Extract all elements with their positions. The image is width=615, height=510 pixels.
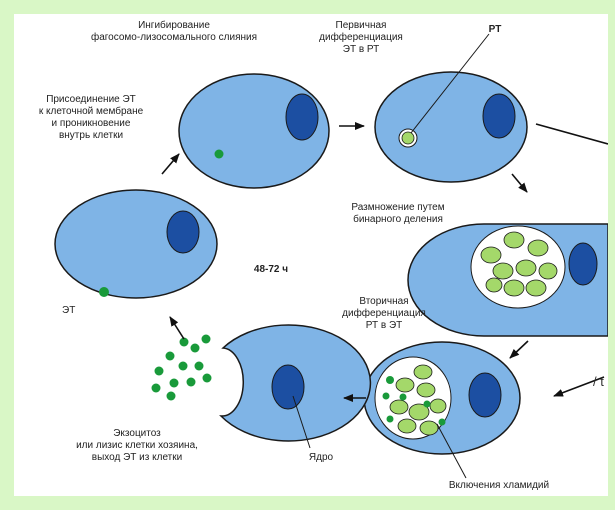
arrow-right-to-bottomright bbox=[510, 341, 528, 358]
et-particle bbox=[99, 287, 109, 297]
nucleus bbox=[286, 94, 318, 140]
label-et: ЭТ bbox=[62, 305, 92, 317]
et-particle bbox=[215, 150, 224, 159]
label-inclusions: Включения хламидий bbox=[419, 480, 579, 492]
label-primary-differentiation: Первичная дифференциация ЭТ в РТ bbox=[296, 20, 426, 56]
nucleus bbox=[167, 211, 199, 253]
nucleus bbox=[469, 373, 501, 417]
edge-line-top-right bbox=[536, 124, 608, 144]
label-time: 48-72 ч bbox=[246, 264, 296, 276]
cell-left bbox=[55, 190, 217, 298]
arrow-topright-to-right bbox=[512, 174, 527, 192]
label-rt: РТ bbox=[480, 24, 510, 36]
nucleus bbox=[483, 94, 515, 138]
arrow-left-to-top bbox=[162, 154, 179, 174]
rt-particle bbox=[402, 132, 414, 144]
edge-scribble: / t bbox=[593, 374, 604, 389]
arrow-bottomleft-to-left bbox=[170, 317, 184, 339]
nucleus bbox=[272, 365, 304, 409]
label-attachment: Присоединение ЭТ к клеточной мембране и … bbox=[16, 94, 166, 142]
label-secondary-differentiation: Вторичная дифференциация РТ в ЭТ bbox=[314, 296, 454, 332]
released-et-cluster bbox=[152, 335, 212, 401]
cell-top-center bbox=[179, 74, 329, 188]
cell-top-right bbox=[375, 34, 527, 182]
nucleus bbox=[569, 243, 597, 285]
figure-frame: / t Ингибирование фагосомо-лизосомальног… bbox=[14, 14, 608, 496]
label-nucleus: Ядро bbox=[301, 452, 341, 464]
label-exocytosis: Экзоцитоз или лизис клетки хозяина, выхо… bbox=[22, 428, 252, 464]
cell-bottom-right bbox=[364, 342, 520, 478]
label-multiplication: Размножение путем бинарного деления bbox=[328, 202, 468, 226]
chlamydia-lifecycle-diagram: / t bbox=[14, 14, 608, 496]
label-inhibition: Ингибирование фагосомо-лизосомального сл… bbox=[74, 20, 274, 44]
